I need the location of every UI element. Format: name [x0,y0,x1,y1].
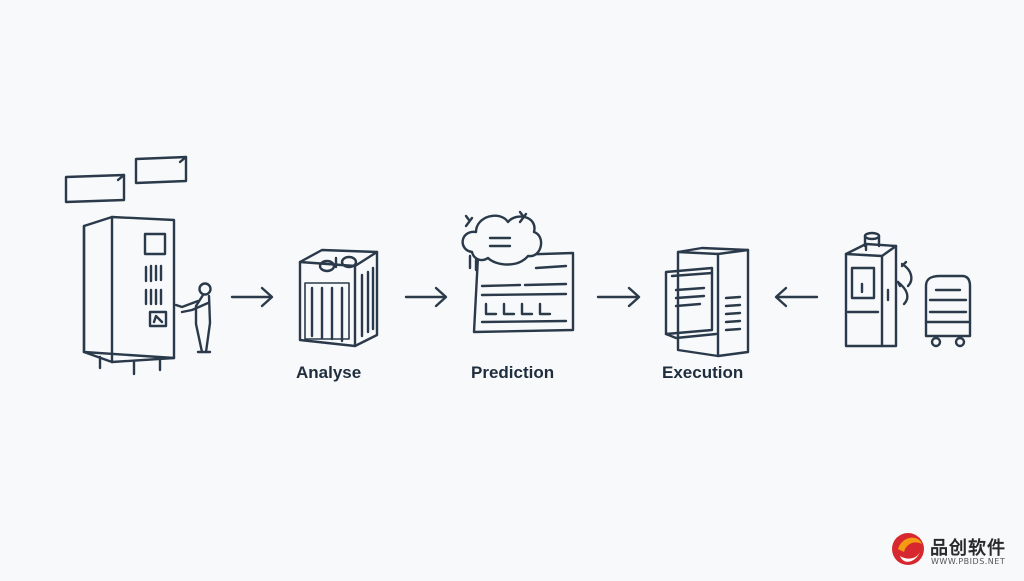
arrow-right-1 [230,286,274,308]
watermark-brand-text: 品创软件 [930,538,1006,559]
arrow-left-4 [774,286,819,308]
watermark-logo-mark [892,533,924,565]
step-label-prediction: Prediction [471,363,555,382]
step-label-analyse: Analyse [296,363,362,382]
server-rack-with-operator-icon [64,155,212,376]
prediction-cloud-dashboard-icon [461,210,575,334]
step-label-execution: Execution [662,363,744,382]
execution-server-icon [664,246,750,358]
analysis-module-icon [298,248,379,348]
arrow-right-3 [596,286,641,308]
machine-with-robot-icon [844,231,972,348]
arrow-right-2 [404,286,448,308]
watermark-url-text: WWW.PBIDS.NET [931,557,1006,566]
